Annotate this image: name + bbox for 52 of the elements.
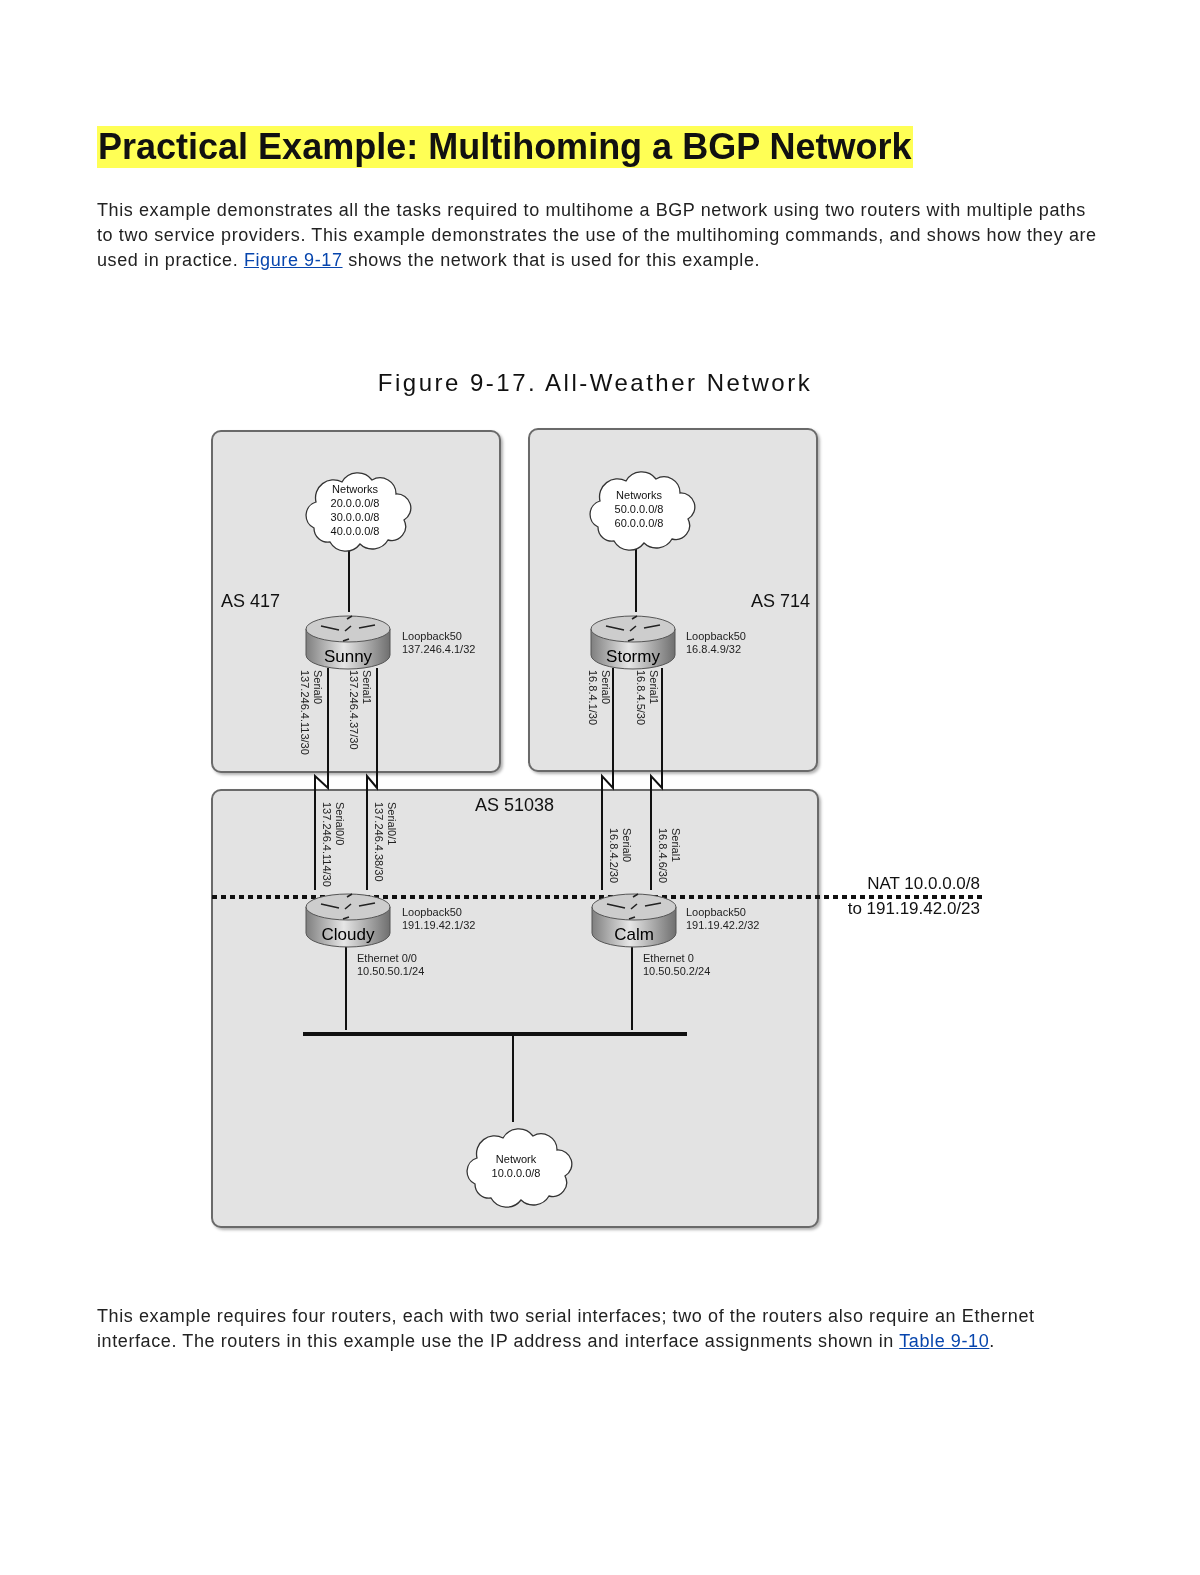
router: [591, 892, 677, 948]
network-address-list: 50.0.0.0/8 60.0.0.0/8: [607, 502, 671, 530]
region-label: AS 51038: [475, 794, 555, 817]
serial-link-line: [314, 667, 329, 891]
interface-label: Serial1 16.8.4.5/30: [634, 670, 660, 728]
interface-label: Serial1 137.246.4.37/30: [347, 670, 373, 752]
as-region-panel: [211, 430, 501, 773]
interface-label: Loopback50 191.19.42.2/32: [686, 906, 761, 932]
interface-label: Loopback50 137.246.4.1/32: [402, 630, 477, 656]
interface-label: Ethernet 0 10.50.50.2/24: [643, 952, 712, 978]
network-address-list: 20.0.0.0/8 30.0.0.0/8 40.0.0.0/8: [323, 496, 387, 538]
ethernet-bus-bar: [303, 1032, 687, 1036]
interface-label: Serial0/0 137.246.4.114/30: [320, 802, 346, 889]
network-link-line: [512, 1033, 514, 1123]
network-link-line: [631, 945, 633, 1031]
network-link-line: [345, 945, 347, 1031]
region-label: AS 714: [750, 590, 810, 613]
router-name: Stormy: [605, 647, 661, 667]
interface-label: Loopback50 16.8.4.9/32: [686, 630, 747, 656]
as-region-panel: [211, 789, 819, 1228]
router: [305, 614, 391, 670]
interface-label: Serial0 137.246.4.113/30: [298, 670, 324, 757]
router-name: Calm: [613, 925, 655, 945]
figure-link: Figure 9-17: [243, 250, 343, 270]
page-title: Practical Example: Multihoming a BGP Network: [97, 126, 913, 168]
router: [305, 892, 391, 948]
body-paragraph: This example requires four routers, each with two serial interfaces; two of the routers also require an Ethernet interface. The routers in this example use the IP address and interface assignments shown in Table 9-10.: [97, 1305, 1036, 1353]
cloud-heading: Network: [495, 1152, 537, 1166]
router: [590, 614, 676, 670]
as-region-panel: [528, 428, 818, 772]
router-name: Sunny: [322, 647, 374, 667]
serial-link-line: [601, 667, 614, 891]
cloud-heading: Networks: [332, 482, 378, 496]
nat-note: NAT 10.0.0.0/8: [866, 874, 980, 894]
interface-label: Loopback50 191.19.42.1/32: [402, 906, 477, 932]
interface-label: Serial0 16.8.4.2/30: [607, 828, 633, 886]
router-name: Cloudy: [320, 925, 376, 945]
serial-link-line: [650, 667, 663, 891]
serial-link-line: [366, 667, 378, 891]
network-address-list: 10.0.0.0/8: [484, 1166, 548, 1180]
interface-label: Serial0/1 137.246.4.38/30: [372, 802, 398, 884]
figure-caption: Figure 9-17. All-Weather Network: [376, 368, 814, 398]
nat-note: to 191.19.42.0/23: [846, 899, 980, 919]
network-link-line: [635, 548, 637, 613]
cloud-heading: Networks: [616, 488, 662, 502]
body-paragraph: This example demonstrates all the tasks required to multihome a BGP network using two routers with multiple paths to two service providers. This example demonstrates the use of the multihoming commands, and shows how they are used in practice. Figure 9-17 shows the network that is used for this example.: [97, 199, 1098, 272]
table-link: Table 9-10: [899, 1331, 990, 1351]
region-label: AS 417: [221, 590, 281, 613]
network-link-line: [348, 549, 350, 613]
interface-label: Serial0 16.8.4.1/30: [586, 670, 612, 728]
interface-label: Ethernet 0/0 10.50.50.1/24: [357, 952, 426, 978]
interface-label: Serial1 16.8.4.6/30: [656, 828, 682, 886]
